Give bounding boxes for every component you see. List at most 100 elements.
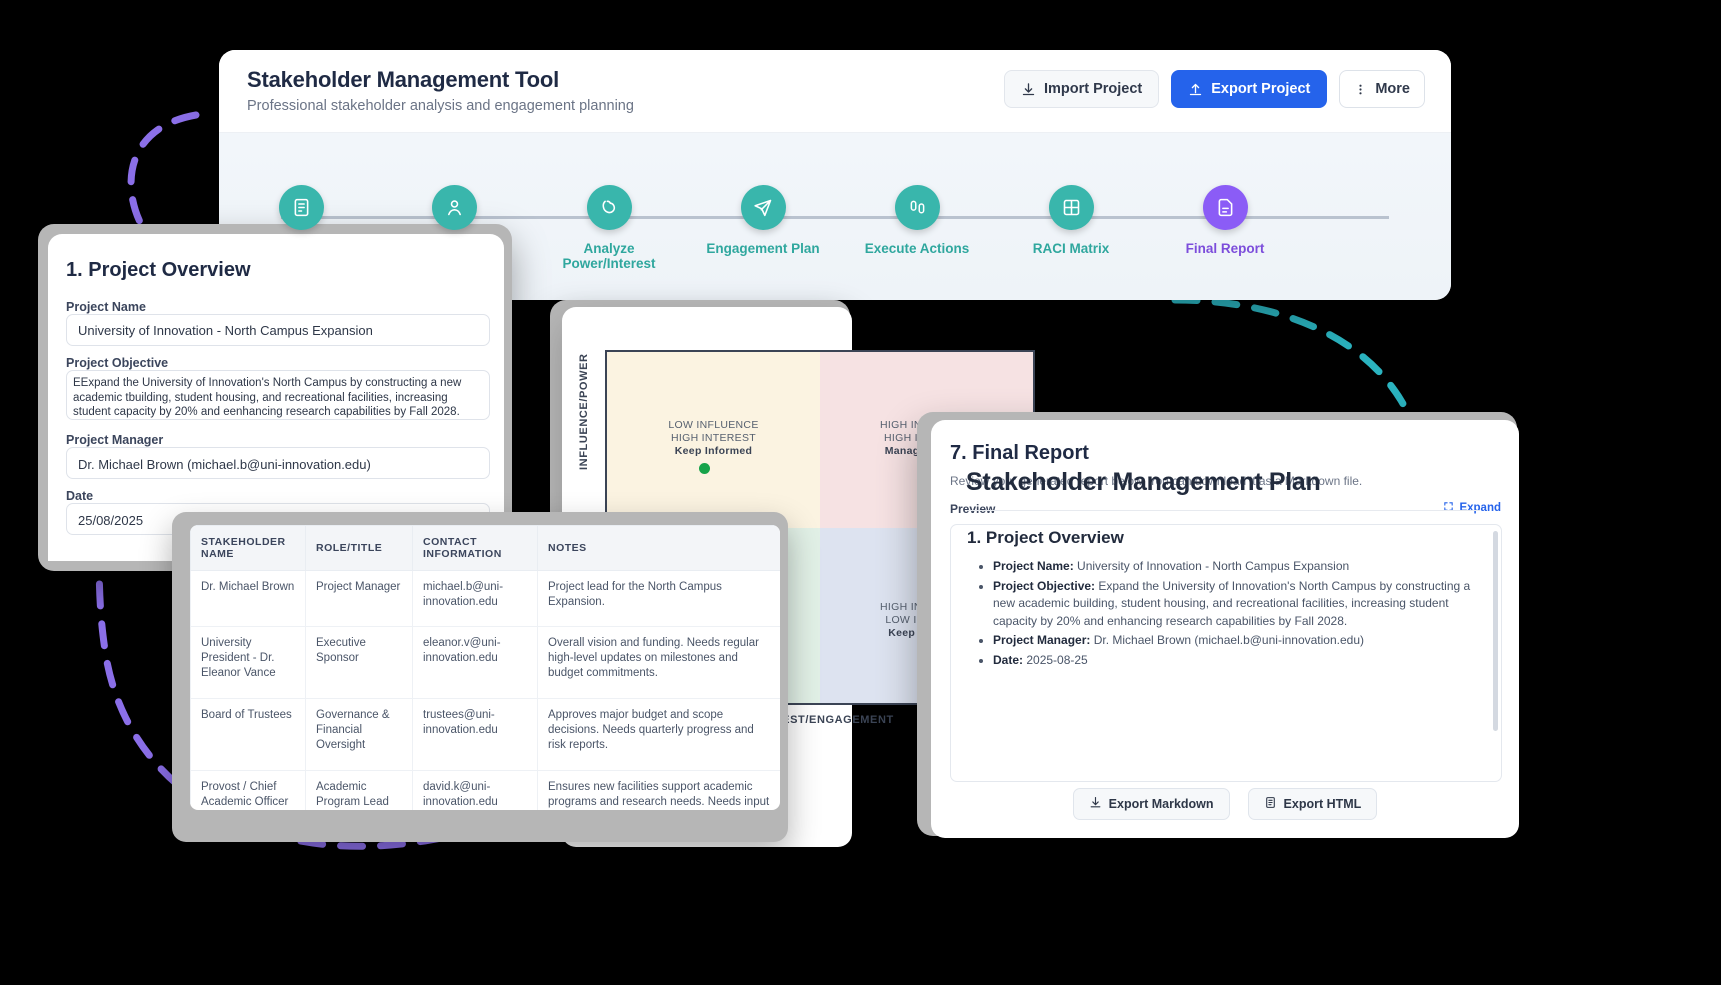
table-header-row: STAKEHOLDER NAME ROLE/TITLE CONTACT INFO… (190, 525, 780, 571)
preview-scrollbar[interactable] (1493, 531, 1498, 731)
report-preview-pane[interactable] (950, 524, 1502, 782)
quadrant-text: LOW INFLUENCE HIGH INTEREST Keep Informe… (607, 419, 820, 458)
matrix-y-axis-label: INFLUENCE/POWER (578, 353, 590, 470)
page-subtitle: Professional stakeholder analysis and en… (247, 98, 634, 114)
step-label: Engagement Plan (706, 241, 820, 256)
cell-notes: Approves major budget and scope decision… (537, 698, 780, 771)
footsteps-icon (894, 185, 940, 230)
step-label: Final Report (1185, 241, 1265, 256)
project-objective-label: Project Objective (66, 356, 169, 370)
bullet-label: Date: (993, 652, 1024, 667)
download-icon (1021, 82, 1036, 97)
project-objective-textarea[interactable]: EExpand the University of Innovation's N… (66, 370, 490, 420)
quadrant-low-influence-high-interest[interactable]: LOW INFLUENCE HIGH INTEREST Keep Informe… (607, 352, 820, 528)
step-engagement-plan[interactable]: Engagement Plan (688, 185, 838, 256)
project-name-input[interactable]: University of Innovation - North Campus … (66, 314, 490, 346)
cell-role: Academic Program Lead (305, 770, 413, 810)
divider (967, 510, 1480, 511)
export-markdown-label: Export Markdown (1108, 797, 1214, 811)
date-label: Date (66, 489, 94, 503)
table-row[interactable]: Provost / Chief Academic Officer - Dr. D… (190, 770, 780, 810)
muscle-icon (586, 185, 632, 230)
bullet-value: University of Innovation - North Campus … (1073, 559, 1350, 573)
bullet-label: Project Objective: (993, 578, 1096, 593)
upload-icon (1188, 82, 1203, 97)
step-analyze-power-interest[interactable]: Analyze Power/Interest (534, 185, 684, 271)
export-project-label: Export Project (1211, 81, 1311, 97)
table-row[interactable]: University President - Dr. Eleanor Vance… (190, 626, 780, 699)
export-html-button[interactable]: Export HTML (1247, 788, 1378, 820)
stakeholder-table: STAKEHOLDER NAME ROLE/TITLE CONTACT INFO… (190, 525, 780, 810)
final-report-card: 7. Final Report Review your generated re… (931, 420, 1519, 838)
cell-contact: eleanor.v@uni-innovation.edu (412, 626, 538, 699)
step-label: RACI Matrix (1032, 241, 1110, 256)
cell-role: Executive Sponsor (305, 626, 413, 699)
cell-notes: Project lead for the North Campus Expans… (537, 570, 780, 627)
quadrant-line2: HIGH INTEREST (671, 431, 756, 444)
cell-notes: Ensures new facilities support academic … (537, 770, 780, 810)
export-markdown-button[interactable]: Export Markdown (1072, 788, 1230, 820)
project-name-label: Project Name (66, 300, 146, 314)
app-window: Stakeholder Management Tool Professional… (219, 50, 1451, 300)
report-actions: Export Markdown Export HTML (931, 788, 1519, 820)
report-subtitle: Review your generated report below. You … (950, 474, 1363, 488)
bullet-label: Project Manager: (993, 633, 1091, 647)
project-manager-input[interactable]: Dr. Michael Brown (michael.b@uni-innovat… (66, 447, 490, 479)
report-heading: 7. Final Report (950, 442, 1089, 464)
expand-button[interactable]: Expand (1443, 501, 1501, 515)
import-project-label: Import Project (1043, 81, 1143, 97)
plane-icon (740, 185, 786, 230)
export-html-label: Export HTML (1283, 797, 1362, 811)
cell-name: Board of Trustees (190, 698, 306, 771)
table-row[interactable]: Board of Trustees Governance & Financial… (190, 698, 780, 771)
step-label-line2: Power/Interest (562, 256, 656, 271)
page-title: Stakeholder Management Tool (247, 67, 560, 92)
report-section-heading: 1. Project Overview (967, 528, 1124, 547)
import-project-button[interactable]: Import Project (1003, 70, 1160, 108)
bullet-value: 2025-08-25 (1023, 652, 1088, 667)
cell-contact: david.k@uni-innovation.edu (412, 770, 538, 810)
list-item: Project Name: University of Innovation -… (993, 558, 1486, 576)
user-icon (431, 185, 477, 230)
bullet-label: Project Name: (993, 559, 1074, 573)
export-project-button[interactable]: Export Project (1171, 70, 1328, 108)
report-icon (1202, 185, 1248, 230)
app-header: Stakeholder Management Tool Professional… (219, 50, 1451, 133)
column-header-notes: NOTES (537, 525, 780, 571)
file-icon (1264, 796, 1277, 812)
cell-contact: michael.b@uni-innovation.edu (412, 570, 538, 627)
quadrant-action: Keep Informed (674, 444, 753, 457)
step-execute-actions[interactable]: Execute Actions (842, 185, 992, 256)
project-manager-label: Project Manager (66, 433, 164, 447)
cell-name: Provost / Chief Academic Officer - Dr. D… (190, 770, 306, 810)
cell-contact: trustees@uni-innovation.edu (412, 698, 538, 771)
step-label-line1: Analyze (583, 241, 635, 256)
bullet-value: Expand the University of Innovation's No… (993, 578, 1471, 628)
list-item: Project Objective: Expand the University… (993, 578, 1486, 631)
more-vertical-icon (1354, 82, 1367, 97)
quadrant-line1: LOW INFLUENCE (668, 418, 759, 431)
more-button[interactable]: More (1339, 70, 1425, 108)
list-item: Project Manager: Dr. Michael Brown (mich… (993, 632, 1486, 650)
header-actions: Import Project Export Project More (1003, 70, 1425, 108)
step-raci-matrix[interactable]: RACI Matrix (996, 185, 1146, 256)
step-label: Analyze Power/Interest (534, 241, 684, 271)
stakeholder-table-card: STAKEHOLDER NAME ROLE/TITLE CONTACT INFO… (190, 525, 780, 810)
stepper-connector-line (281, 216, 1389, 219)
document-icon (278, 185, 324, 230)
more-label: More (1375, 81, 1410, 97)
download-icon (1089, 796, 1102, 812)
expand-label: Expand (1459, 502, 1501, 514)
table-row[interactable]: Dr. Michael Brown Project Manager michae… (190, 570, 780, 627)
cell-name: University President - Dr. Eleanor Vance (190, 626, 306, 699)
cell-role: Project Manager (305, 570, 413, 627)
column-header-role: ROLE/TITLE (305, 525, 413, 571)
stakeholder-point[interactable] (699, 463, 710, 474)
expand-icon (1443, 501, 1454, 515)
preview-label: Preview (950, 502, 996, 516)
step-final-report[interactable]: Final Report (1150, 185, 1300, 256)
report-document-title: Stakeholder Management Plan (966, 468, 1321, 496)
list-item: Date: 2025-08-25 (993, 652, 1486, 670)
step-label: Execute Actions (864, 241, 970, 256)
